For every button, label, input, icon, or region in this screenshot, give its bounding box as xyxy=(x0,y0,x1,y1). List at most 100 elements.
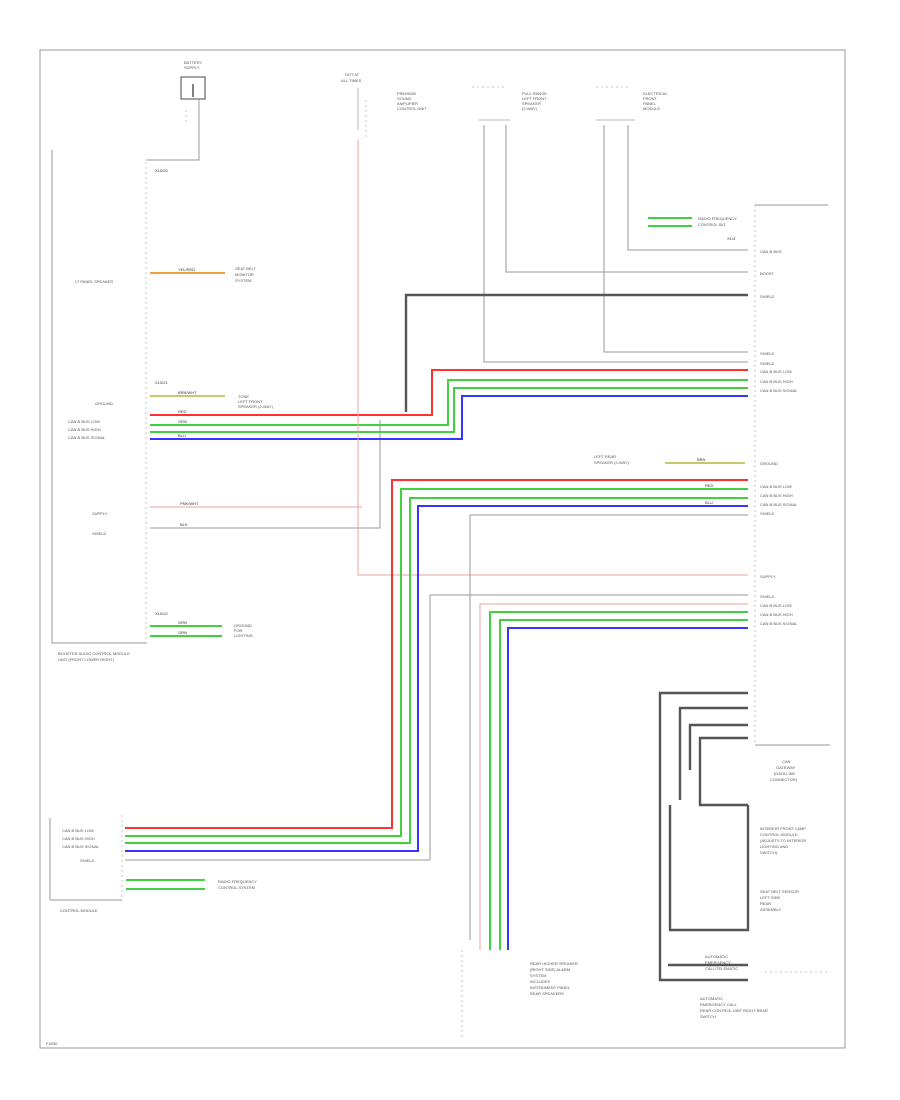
rb4-3: REAR CONTROL UNIT RIGHT REAR xyxy=(700,1008,768,1013)
rb1-5: SWITCH) xyxy=(760,850,778,855)
wire-code-brown: BRN/WHT xyxy=(178,390,197,395)
gw-2: GATEWAY xyxy=(776,765,796,770)
control-module-label: CONTROL MODULE xyxy=(60,908,98,913)
left-sys-1: SEAT BELT xyxy=(235,266,256,271)
bc-5: INSTRUMENT PANEL xyxy=(530,985,571,990)
tweeter-1: TONE xyxy=(238,394,249,399)
diagram-frame xyxy=(39,49,846,1049)
rb2-3: REAR xyxy=(760,901,771,906)
left-speaker-label-2: LEFT FRONT xyxy=(522,96,547,101)
tweeter-3: SPEAKER (2-WAY) xyxy=(238,404,274,409)
rc-3: SHIELD xyxy=(760,294,775,299)
rb4-2: EMERGENCY CALL xyxy=(700,1002,738,1007)
rb2-1: SEAT BELT SENSOR xyxy=(760,889,799,894)
wire-code-grn-a: GRN xyxy=(178,620,187,625)
bus-left-2: CAN B BUS HIGH xyxy=(68,427,101,432)
rm-4: CAN B BUS SIGNAL xyxy=(760,502,798,507)
bl-pin-1: CAN B BUS LOW xyxy=(62,828,94,833)
ground-lighting-2: FOR xyxy=(234,628,243,633)
rm-sys-1: LEFT REAR xyxy=(594,454,616,459)
wire-code-pnk: PNK/WHT xyxy=(180,501,199,506)
rb3-2: EMERGENCY xyxy=(705,960,731,965)
rm-sys-2: SPEAKER (2-WAY) xyxy=(594,460,630,465)
amp-label-3: AMPLIFIER xyxy=(397,101,418,106)
can-bus-upper: RED GRN BLU xyxy=(150,140,748,576)
wire-code-blu-a: BLU xyxy=(178,433,186,438)
fuse-label-1: HOT AT xyxy=(345,72,360,77)
can-bus-lower xyxy=(429,594,748,950)
left-speaker-label-1: FULL RANGE xyxy=(522,91,547,96)
rb2-2: LEFT SIDE xyxy=(760,895,780,900)
bl-sys-2: CONTROL SYSTEM xyxy=(218,885,255,890)
left-sys-3: SYSTEM xyxy=(235,278,251,283)
rb1-4: LIGHTING AND xyxy=(760,844,788,849)
bc-4: INCLUDES xyxy=(530,979,551,984)
rl-3: CAN B BUS HIGH xyxy=(760,612,793,617)
left-speaker-label-3: SPEAKER xyxy=(522,101,541,106)
rm-1: GROUND xyxy=(760,461,778,466)
wire-code-grn-b: GRN xyxy=(178,630,187,635)
rb2-4: ASSEMBLY xyxy=(760,907,782,912)
rc-7: CAN B BUS HIGH xyxy=(760,379,793,384)
shield-label: SHIELD xyxy=(92,531,107,536)
diagram-id: F4930 xyxy=(46,1041,58,1046)
pin-r1: X1/3 xyxy=(727,236,736,241)
battery-fuse-box xyxy=(180,76,206,100)
wire-code-yellow: YEL/RED xyxy=(178,267,195,272)
bl-pin-3: CAN B BUS SIGNAL xyxy=(62,844,100,849)
rc-8: CAN B BUS SIGNAL xyxy=(760,388,798,393)
gw-4: CONNECTOR) xyxy=(770,777,798,782)
rl-1: SHIELD xyxy=(760,594,775,599)
left-speaker-block: FULL RANGE LEFT FRONT SPEAKER (2-WAY) xyxy=(472,86,748,363)
left-speaker-label-4: (2-WAY) xyxy=(522,106,538,111)
gw-3: (DATA LINK xyxy=(774,771,796,776)
right-speaker-block: ELECTRICAL FRONT PANEL MODULE xyxy=(596,86,748,353)
wire-code-brn: BRN xyxy=(697,457,706,462)
right-speaker-label-3: PANEL xyxy=(643,101,657,106)
rb1-3: (ADJUSTS TO INTERIOR xyxy=(760,838,806,843)
rf-control-2: CONTROL SIG xyxy=(698,222,725,227)
left-module: X10/20 LT PANEL SPEAKER YEL/RED SEAT BEL… xyxy=(51,150,381,662)
rb4-1: AUTOMATIC xyxy=(700,996,723,1001)
pin-c3: X10/22 xyxy=(155,611,168,616)
rl-4: CAN B BUS SIGNAL xyxy=(760,621,798,626)
fuse-block: HOT AT ALL TIMES PREMIUM SOUND AMPLIFIER… xyxy=(341,72,427,140)
left-module-name-1: BOOSTER AUDIO CONTROL MODULE xyxy=(58,651,130,656)
bottom-left-connector: CAN B BUS LOW CAN B BUS HIGH CAN B BUS S… xyxy=(49,800,431,913)
rc-2: BOOST xyxy=(760,271,775,276)
supply-label: SUPPLY xyxy=(92,511,108,516)
amp-label-4: CONTROL UNIT xyxy=(397,106,427,111)
rc-5: SHIELD xyxy=(760,361,775,366)
wire-code-grn-c: GRN xyxy=(178,419,187,424)
amp-label-2: SOUND xyxy=(397,96,412,101)
rc-6: CAN B BUS LOW xyxy=(760,369,792,374)
amp-label-1: PREMIUM xyxy=(397,91,416,96)
pin-c2: X10/21 xyxy=(155,380,168,385)
bl-sys-1: RADIO FREQUENCY xyxy=(218,879,257,884)
can-bus-middle: RED BLU xyxy=(391,479,748,940)
fuse-label-2: ALL TIMES xyxy=(341,78,362,83)
rb3-1: AUTOMATIC xyxy=(705,954,728,959)
battery-label-1: BATTERY xyxy=(184,60,202,65)
right-bottom-modules: INTERIOR FRONT LAMP CONTROL MODULE (ADJU… xyxy=(658,691,830,1019)
lt-panel-label: LT PANEL SPEAKER xyxy=(75,279,113,284)
ground-lighting-3: LIGHTING xyxy=(234,633,253,638)
left-module-name-2: UNIT (FRONT LOWER RIGHT) xyxy=(58,657,115,662)
supply-r: SUPPLY xyxy=(760,574,776,579)
ground-mid-label: GROUND xyxy=(95,401,113,406)
bc-2: (RIGHT SIDE) ALARM xyxy=(530,967,570,972)
bottom-center-device: REAR HIGHER SPEAKER (RIGHT SIDE) ALARM S… xyxy=(461,950,578,1040)
right-speaker-label-1: ELECTRICAL xyxy=(643,91,668,96)
rb1-1: INTERIOR FRONT LAMP xyxy=(760,826,806,831)
rm-5: SHIELD xyxy=(760,511,775,516)
right-speaker-label-4: MODULE xyxy=(643,106,660,111)
battery-supply-block: BATTERY SUPPLY xyxy=(146,60,206,161)
bc-3: SYSTEM xyxy=(530,973,546,978)
right-connector: RADIO FREQUENCY CONTROL SIG X1/3 CAN B B… xyxy=(594,204,830,782)
gw-1: CAN xyxy=(782,759,791,764)
bl-pin-2: CAN B BUS HIGH xyxy=(62,836,95,841)
wire-code-blu-b: BLU xyxy=(705,500,713,505)
rb4-4: SWITCH xyxy=(700,1014,716,1019)
bl-pin-4: SHIELD xyxy=(80,858,95,863)
